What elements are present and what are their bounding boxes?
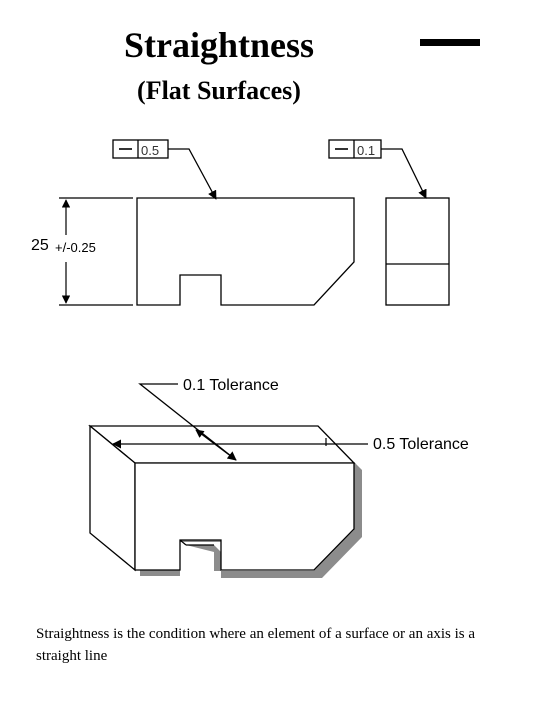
dimension-nominal: 25 bbox=[31, 237, 49, 254]
height-dimension bbox=[59, 197, 133, 306]
tolerance-label-05: 0.5 Tolerance bbox=[373, 436, 469, 453]
description-text: Straightness is the condition where an e… bbox=[36, 626, 476, 664]
tolerance-label-01: 0.1 Tolerance bbox=[183, 377, 279, 394]
fcf-right-value: 0.1 bbox=[357, 143, 376, 158]
straightness-icon bbox=[420, 39, 480, 46]
leader-right bbox=[381, 148, 427, 199]
isometric-view bbox=[88, 424, 356, 572]
page-subtitle: (Flat Surfaces) bbox=[137, 76, 301, 105]
front-view bbox=[136, 197, 355, 306]
fcf-left-value: 0.5 bbox=[141, 143, 160, 158]
dimension-tolerance: +/-0.25 bbox=[55, 240, 96, 255]
line-tolerance-01 bbox=[195, 429, 237, 461]
leader-left bbox=[168, 148, 217, 200]
feature-control-frame-right bbox=[328, 139, 382, 159]
page-title: Straightness bbox=[123, 25, 315, 65]
side-view bbox=[385, 197, 450, 306]
